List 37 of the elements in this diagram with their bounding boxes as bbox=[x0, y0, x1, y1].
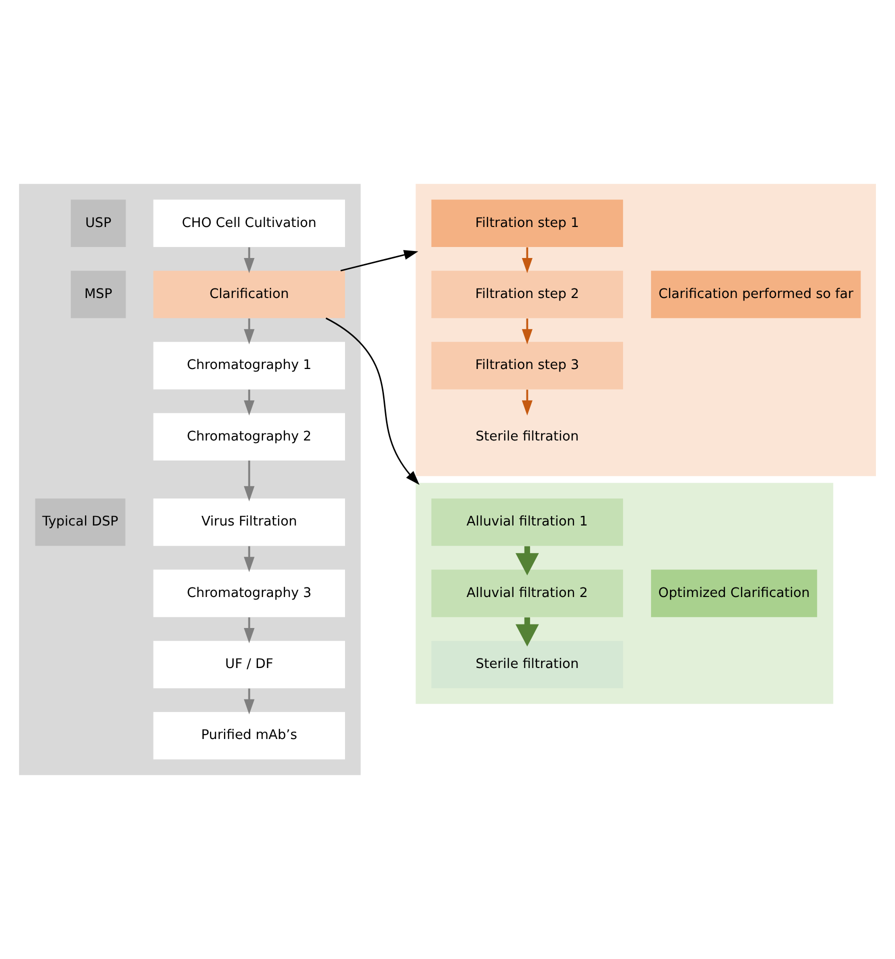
arrow bbox=[244, 617, 254, 644]
arrow bbox=[244, 546, 254, 572]
node-box: Virus Filtration bbox=[153, 498, 346, 546]
cluster bbox=[416, 184, 876, 476]
arrow bbox=[244, 318, 254, 344]
node-box: Clarification bbox=[153, 270, 346, 318]
node-box: Filtration step 1 bbox=[431, 200, 624, 248]
node-box: Chromatography 1 bbox=[153, 342, 346, 390]
node-box: MSP bbox=[70, 270, 126, 318]
node-box: Chromatography 2 bbox=[153, 413, 346, 461]
arrow bbox=[522, 318, 533, 344]
node-box: Sterile filtration bbox=[431, 640, 624, 688]
node-box: Optimized Clarification bbox=[651, 570, 818, 618]
node-box: Clarification performed so far bbox=[651, 270, 861, 318]
node-text: Sterile filtration bbox=[476, 429, 579, 444]
cluster bbox=[19, 184, 361, 776]
node-box: USP bbox=[70, 200, 126, 248]
node-box: Purified mAb’s bbox=[153, 712, 346, 760]
arrow bbox=[244, 390, 254, 416]
arrow bbox=[516, 617, 539, 647]
node-box: Chromatography 3 bbox=[153, 570, 346, 618]
node-box: UF / DF bbox=[153, 640, 346, 688]
arrow bbox=[326, 318, 420, 485]
node-box: Alluvial filtration 2 bbox=[431, 570, 624, 618]
cluster bbox=[416, 482, 834, 704]
arrow bbox=[244, 460, 254, 502]
arrow bbox=[522, 390, 533, 416]
arrow bbox=[340, 250, 418, 272]
node-box: Filtration step 3 bbox=[431, 342, 624, 390]
node-box: CHO Cell Cultivation bbox=[153, 200, 346, 248]
node-box: Typical DSP bbox=[35, 498, 126, 546]
node-box: Filtration step 2 bbox=[431, 270, 624, 318]
arrow bbox=[522, 247, 533, 274]
arrow bbox=[244, 688, 254, 714]
arrow bbox=[516, 546, 539, 576]
arrow bbox=[244, 247, 254, 274]
node-box: Alluvial filtration 1 bbox=[431, 498, 624, 546]
